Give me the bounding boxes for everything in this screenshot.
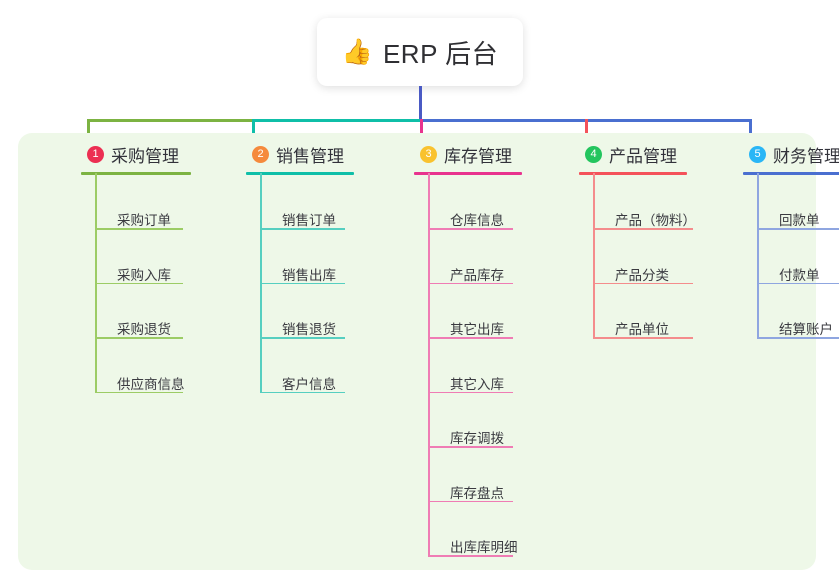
leaf-label: 库存调拨	[450, 431, 504, 446]
leaf-label: 其它入库	[450, 376, 504, 392]
branch-index-badge: 3	[420, 146, 437, 163]
root-node[interactable]: 👍 ERP 后台	[317, 18, 523, 86]
branch-header-4[interactable]: 4 产品管理	[585, 142, 677, 167]
leaf-underline	[428, 337, 513, 339]
branch-index-badge: 2	[252, 146, 269, 163]
leaf-label: 销售订单	[282, 213, 336, 228]
leaf-label: 其它出库	[450, 322, 504, 337]
leaf-label: 销售出库	[282, 267, 336, 283]
leaf-underline	[593, 282, 693, 285]
branch-title: 财务管理	[773, 147, 839, 166]
branch-underline	[579, 172, 687, 175]
branch-index-badge: 4	[585, 146, 602, 163]
branches-panel: 1 采购管理采购订单采购入库采购退货供应商信息 2 销售管理销售订单销售出库销售退货客…	[18, 133, 839, 570]
leaf-underline	[260, 228, 345, 230]
leaf-underline	[428, 228, 513, 230]
leaf-underline	[428, 282, 513, 285]
branch-header-3[interactable]: 3 库存管理	[420, 142, 512, 167]
leaf-underline	[95, 228, 183, 230]
leaf-underline	[260, 337, 345, 339]
leaf-underline	[428, 555, 513, 557]
connector-bar-segment	[87, 119, 254, 122]
branch-underline	[743, 172, 839, 175]
branch-spine	[593, 173, 595, 337]
leaf-underline	[260, 391, 345, 394]
leaf-label: 采购入库	[117, 267, 171, 283]
leaf-label: 结算账户	[779, 322, 833, 337]
leaf-underline	[757, 282, 839, 285]
branch-spine	[260, 173, 262, 392]
root-title: ERP 后台	[382, 38, 499, 69]
leaf-underline	[593, 337, 693, 339]
leaf-label: 库存盘点	[450, 485, 504, 501]
branch-title: 销售管理	[276, 147, 344, 166]
leaf-underline	[428, 391, 513, 394]
leaf-label: 采购订单	[117, 213, 171, 228]
leaf-label: 产品（物料）	[615, 213, 696, 228]
branch-header-1[interactable]: 1 采购管理	[87, 142, 179, 167]
leaf-label: 供应商信息	[117, 376, 185, 392]
branch-title: 库存管理	[444, 147, 512, 166]
leaf-underline	[428, 500, 513, 503]
leaf-label: 付款单	[779, 267, 820, 283]
leaf-underline	[95, 391, 183, 394]
connector-bar-segment	[252, 119, 422, 122]
leaf-label: 产品分类	[615, 267, 669, 283]
leaf-label: 产品单位	[615, 322, 669, 337]
leaf-underline	[757, 337, 839, 339]
thumbs-up-icon: 👍	[341, 37, 373, 66]
branch-title: 采购管理	[111, 147, 179, 166]
branch-index-badge: 5	[749, 146, 766, 163]
leaf-underline	[95, 282, 183, 285]
leaf-underline	[95, 337, 183, 339]
leaf-label: 出库库明细	[450, 540, 518, 555]
branch-underline	[246, 172, 354, 175]
leaf-label: 回款单	[779, 213, 820, 228]
branch-spine	[428, 173, 430, 555]
branch-spine	[757, 173, 759, 337]
leaf-label: 产品库存	[450, 267, 504, 283]
leaf-underline	[428, 446, 513, 448]
root-trunk-line	[418, 86, 422, 122]
branch-spine	[95, 173, 97, 392]
branch-underline	[414, 172, 522, 175]
leaf-label: 仓库信息	[450, 213, 504, 228]
leaf-underline	[757, 228, 839, 230]
leaf-label: 销售退货	[282, 322, 336, 337]
leaf-label: 客户信息	[282, 376, 336, 392]
branch-title: 产品管理	[609, 147, 677, 166]
branch-underline	[81, 172, 191, 175]
branch-header-2[interactable]: 2 销售管理	[252, 142, 344, 167]
leaf-underline	[260, 282, 345, 285]
branch-index-badge: 1	[87, 146, 104, 163]
leaf-underline	[593, 228, 693, 230]
leaf-label: 采购退货	[117, 322, 171, 337]
branch-header-5[interactable]: 5 财务管理	[749, 142, 839, 167]
